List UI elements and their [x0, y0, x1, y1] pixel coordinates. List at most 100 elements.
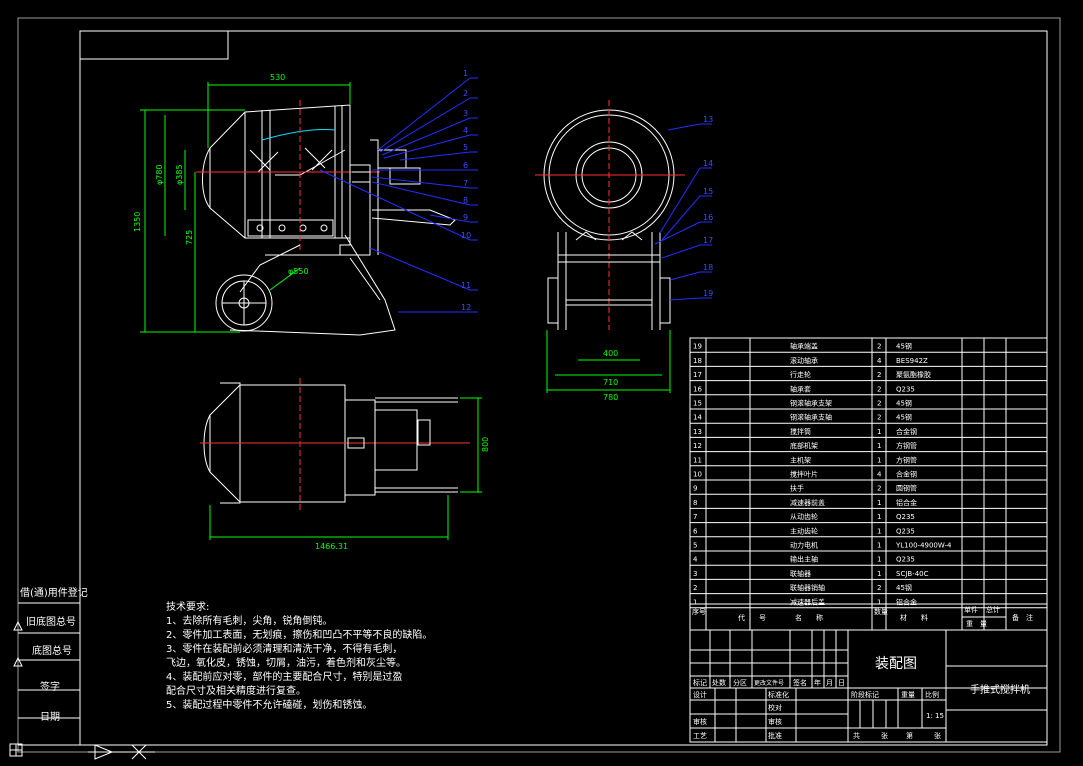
part-no: 12	[693, 442, 702, 450]
part-qty: 2	[877, 400, 881, 408]
part-material: 45钢	[896, 399, 912, 408]
left-panel-row-3: 签字	[40, 680, 60, 693]
part-name: 搅拌叶片	[790, 470, 818, 479]
dim-inner-diameter: φ385	[175, 164, 184, 185]
part-material: 圆钢管	[896, 484, 917, 493]
part-qty: 2	[877, 414, 881, 422]
front-view-balloons: 1 2 3 4 5 6 7 8 9 10 11 12	[319, 69, 478, 313]
part-name: 从动齿轮	[790, 512, 818, 521]
part-no: 5	[693, 542, 697, 550]
part-name: 搅拌筒	[790, 427, 811, 436]
part-qty: 1	[877, 456, 881, 464]
part-name: 减速器后盖	[790, 597, 825, 606]
balloon-19: 19	[703, 289, 713, 298]
tech-item-3: 3、零件在装配前必须清理和清洗干净，不得有毛刺，	[166, 642, 402, 655]
part-material: SCJB-40C	[896, 570, 929, 578]
tb-craft: 工艺	[693, 732, 707, 740]
part-name: 动力电机	[790, 541, 818, 550]
part-qty: 2	[877, 371, 881, 379]
tb-no: 第	[906, 731, 913, 740]
part-material: BES942Z	[896, 357, 928, 365]
left-registration-panel: 借(通)用件登记 旧底图总号 底图总号 签字 日期	[9, 586, 88, 757]
part-material: 铝合金	[896, 597, 917, 606]
part-material: Q235	[896, 527, 915, 535]
tb-sheet2: 张	[934, 731, 941, 740]
tb-review: 审核	[693, 717, 707, 726]
part-name: 联轴器	[790, 569, 811, 578]
part-no: 7	[693, 513, 697, 521]
tb-month: 月	[826, 679, 833, 687]
tb-design: 设计	[693, 690, 707, 699]
balloon-7: 7	[463, 179, 468, 188]
part-name: 联轴器销轴	[790, 583, 825, 592]
balloon-17: 17	[703, 236, 713, 245]
front-view: 530 1350 φ780 φ385 725 φ550	[133, 73, 456, 336]
plan-view: 1466.31 800	[200, 378, 490, 551]
part-no: 6	[693, 527, 698, 535]
side-view: 400 710 780 13 14 15 16 17 18 19	[535, 100, 713, 402]
dim-side-inner: 400	[603, 349, 618, 358]
dim-side-outer: 780	[603, 393, 618, 402]
part-no: 14	[693, 414, 702, 422]
tech-item-3b: 飞边，氧化皮，锈蚀，切屑，油污，着色剂和灰尘等。	[166, 656, 406, 669]
balloon-9: 9	[463, 213, 468, 222]
tb-stage-mark: 阶段标记	[851, 690, 879, 699]
balloon-6: 6	[463, 161, 468, 170]
part-material: Q235	[896, 513, 915, 521]
part-material: 45钢	[896, 342, 912, 351]
tb-approve: 批准	[768, 731, 782, 740]
part-material: YL100-4900W-4	[895, 542, 952, 550]
balloon-2: 2	[463, 89, 468, 98]
part-qty: 1	[877, 513, 881, 521]
part-qty: 1	[877, 442, 881, 450]
part-qty: 1	[877, 556, 881, 564]
part-material: 45钢	[896, 583, 912, 592]
part-no: 15	[693, 400, 702, 408]
part-material: Q235	[896, 556, 915, 564]
part-no: 16	[693, 385, 702, 393]
part-no: 9	[693, 485, 697, 493]
col-qty: 数量	[874, 607, 888, 616]
part-name: 钢滚轴承支轴	[790, 413, 832, 422]
part-qty: 2	[877, 584, 881, 592]
col-remark: 备 注	[1012, 613, 1033, 622]
tech-heading: 技术要求:	[166, 600, 209, 613]
col-seq: 序号	[692, 607, 706, 616]
part-material: 方钢管	[896, 455, 917, 464]
parts-header: 序号 代 号 名 称 数量 材 料 单件 总计 重 量 备 注	[692, 605, 1033, 628]
col-material: 材 料	[900, 613, 928, 622]
part-name: 底部机架	[790, 441, 818, 450]
tb-audit: 审核	[768, 717, 782, 726]
part-qty: 1	[877, 570, 881, 578]
tb-ratio: 比例	[925, 690, 939, 699]
part-no: 1	[693, 598, 697, 606]
balloon-4: 4	[463, 126, 468, 135]
dim-plan-width: 800	[481, 437, 490, 452]
left-panel-row-2: 底图总号	[32, 644, 72, 657]
dim-height: 1350	[133, 212, 142, 232]
tb-day: 日	[838, 679, 845, 687]
part-name: 滚动轴承	[790, 356, 818, 365]
part-name: 主机架	[790, 455, 811, 464]
part-no: 4	[693, 556, 698, 564]
col-code: 代 号	[738, 613, 766, 622]
part-qty: 4	[877, 471, 882, 479]
part-material: 方钢管	[896, 441, 917, 450]
part-no: 13	[693, 428, 702, 436]
part-qty: 1	[877, 542, 881, 550]
part-no: 17	[693, 371, 702, 379]
part-no: 3	[693, 570, 697, 578]
part-qty: 1	[877, 428, 881, 436]
top-left-code-box	[79, 30, 229, 60]
part-name: 轴承套	[790, 384, 811, 393]
tech-requirements: 技术要求: 1、去除所有毛刺，尖角，锐角倒钝。 2、零件加工表面，无划痕，擦伤和…	[166, 600, 432, 711]
part-name: 减速器前盖	[790, 498, 825, 507]
balloon-13: 13	[703, 115, 713, 124]
tb-mark: 标记	[693, 678, 707, 687]
part-material: 合金钢	[896, 470, 917, 479]
part-name: 输出主轴	[790, 555, 818, 564]
tb-zone: 分区	[733, 678, 747, 687]
balloon-5: 5	[463, 143, 468, 152]
title-block: 标记 处数 分区 更改文件号 签名 年 月 日 设计 标准化 校对 审核 审核 …	[689, 629, 1048, 743]
